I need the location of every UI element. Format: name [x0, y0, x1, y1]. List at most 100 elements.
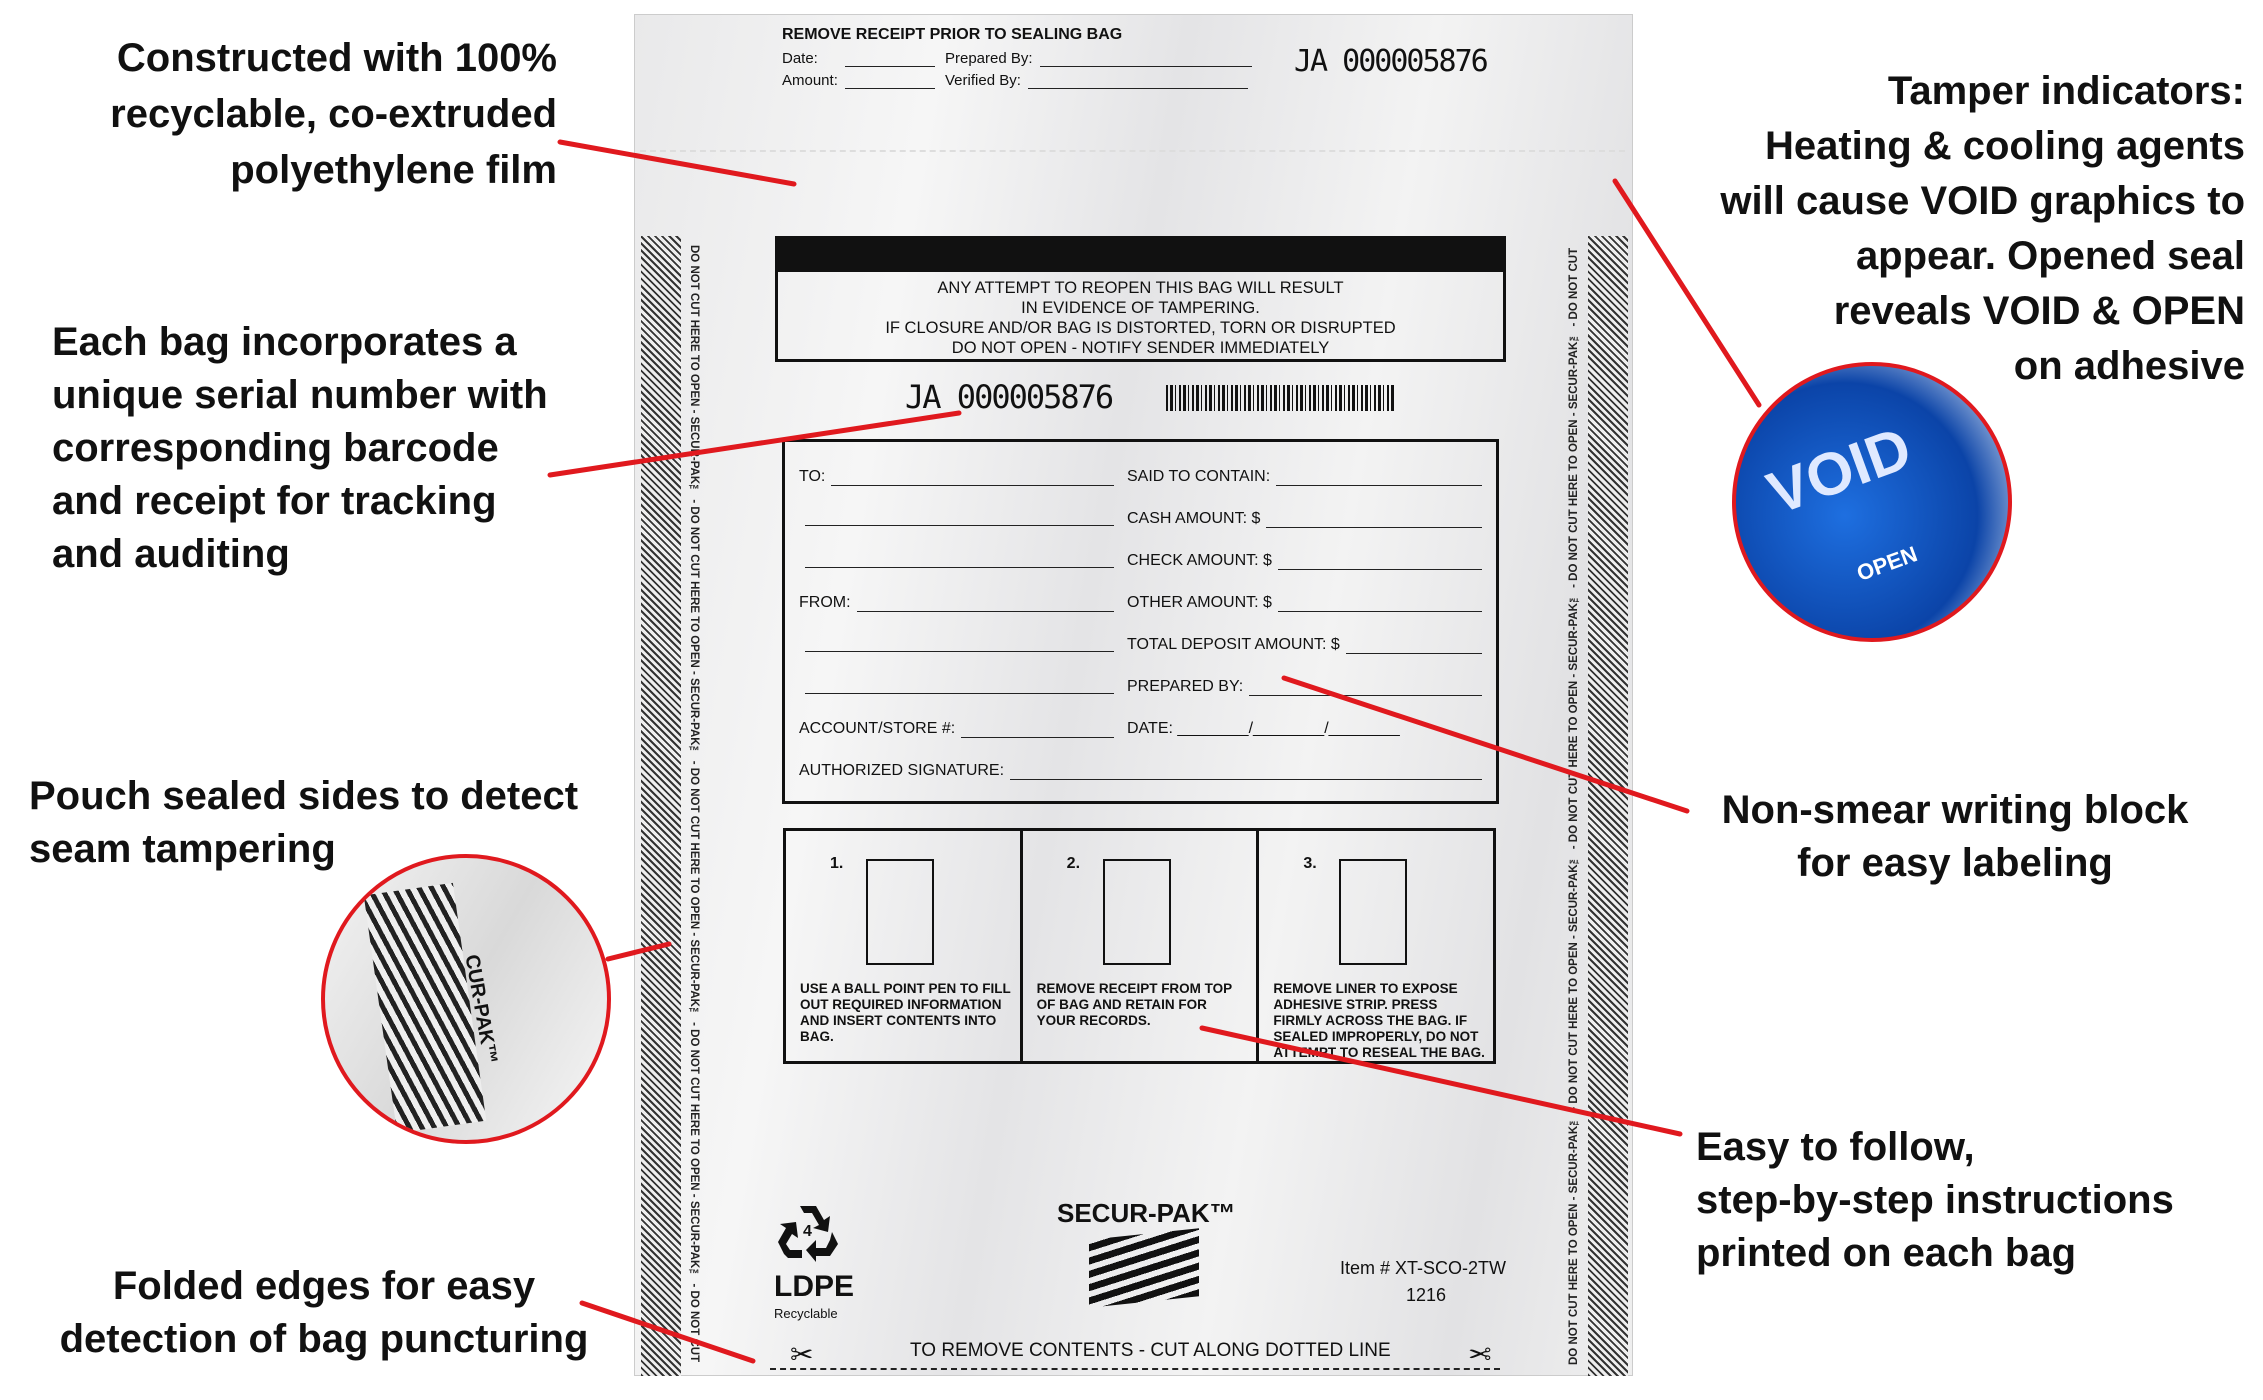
- dotted-cut-line: [770, 1368, 1500, 1370]
- form-label: DATE: ________/________/________: [1127, 720, 1400, 737]
- form-field[interactable]: [805, 636, 1114, 652]
- callout-line: on adhesive: [2013, 344, 2245, 388]
- form-field[interactable]: [1249, 680, 1482, 696]
- callout-steps: Easy to follow, step-by-step instructions…: [1696, 1121, 2174, 1280]
- step-2: 2. REMOVE RECEIPT FROM TOP OF BAG AND RET…: [1023, 831, 1260, 1061]
- leader-line: [1199, 1025, 1683, 1137]
- serial-number: JA 000005876: [905, 378, 1114, 416]
- form-row: ACCOUNT/STORE #: DATE: ________/________/…: [799, 720, 1482, 742]
- form-row: PREPARED BY:: [799, 678, 1482, 700]
- form-row: CHECK AMOUNT: $: [799, 552, 1482, 574]
- callout-line: for easy labeling: [1797, 841, 2113, 885]
- recyclable-label: Recyclable: [774, 1306, 838, 1321]
- bag-illustration-icon: [866, 859, 934, 965]
- form-label: FROM:: [799, 594, 851, 611]
- receipt-verified-field[interactable]: [1028, 88, 1248, 89]
- form-row: FROM: OTHER AMOUNT: $: [799, 594, 1482, 616]
- callout-line: Pouch sealed sides to detect: [29, 774, 579, 818]
- form-label: CHECK AMOUNT: $: [1127, 552, 1272, 569]
- form-field[interactable]: [1010, 764, 1482, 780]
- step-text: REMOVE RECEIPT FROM TOP OF BAG AND RETAI…: [1036, 981, 1232, 1028]
- form-field[interactable]: [1277, 596, 1482, 612]
- receipt-amount-label: Amount:: [782, 72, 838, 89]
- form-field[interactable]: [805, 552, 1114, 568]
- recycle-code: 4: [803, 1223, 812, 1240]
- callout-line: and receipt for tracking: [52, 479, 497, 523]
- callout-tamper: Tamper indicators:Heating & cooling agen…: [1720, 64, 2245, 394]
- leader-line: [1281, 675, 1690, 814]
- form-label: ACCOUNT/STORE #:: [799, 720, 956, 737]
- callout-line: detection of bag puncturing: [59, 1317, 589, 1361]
- leader-line: [547, 410, 962, 478]
- right-seal-strip: [1588, 236, 1628, 1376]
- form-field[interactable]: [805, 510, 1114, 526]
- step-1: 1.USE A BALL POINT PEN TO FILL OUT REQUI…: [786, 831, 1023, 1061]
- callout-line: Constructed with 100%: [116, 36, 557, 80]
- receipt-date-label: Date:: [782, 50, 818, 67]
- form-label: TOTAL DEPOSIT AMOUNT: $: [1127, 636, 1340, 653]
- callout-line: recyclable, co-extruded: [110, 92, 557, 136]
- receipt-serial: JA 000005876: [1294, 44, 1489, 79]
- callout-line: reveals VOID & OPEN: [1833, 289, 2245, 333]
- form-row: AUTHORIZED SIGNATURE:: [799, 762, 1482, 784]
- receipt-prepared-field[interactable]: [1040, 66, 1252, 67]
- form-label: CASH AMOUNT: $: [1127, 510, 1261, 527]
- callout-line: appear. Opened seal: [1855, 234, 2245, 278]
- receipt-title: REMOVE RECEIPT PRIOR TO SEALING BAG: [782, 26, 1123, 43]
- form-field[interactable]: [961, 722, 1114, 738]
- form-field[interactable]: [1276, 470, 1482, 486]
- cut-line-text: TO REMOVE CONTENTS - CUT ALONG DOTTED LI…: [910, 1340, 1391, 1361]
- ldpe-label: LDPE: [774, 1270, 855, 1303]
- leader-line: [557, 139, 797, 187]
- form-row: TO: SAID TO CONTAIN:: [799, 468, 1482, 490]
- form-field[interactable]: [831, 470, 1114, 486]
- receipt-perforation: [640, 150, 1625, 152]
- warning-line: ANY ATTEMPT TO REOPEN THIS BAG WILL RESU…: [937, 279, 1344, 297]
- receipt-prepared-label: Prepared By:: [945, 50, 1033, 67]
- scissors-icon: ✂: [790, 1339, 814, 1370]
- left-side-text: DO NOT CUT HERE TO OPEN - SECUR-PAK™ - D…: [688, 245, 700, 1363]
- form-label: SAID TO CONTAIN:: [1127, 468, 1271, 485]
- callout-line: Heating & cooling agents: [1764, 124, 2245, 168]
- callout-line: Non-smear writing block: [1721, 788, 2189, 832]
- step-text: USE A BALL POINT PEN TO FILL OUT REQUIRE…: [800, 981, 1011, 1044]
- form-label: PREPARED BY:: [1127, 678, 1244, 695]
- form-field[interactable]: [1266, 512, 1482, 528]
- callout-line: unique serial number with: [52, 373, 548, 417]
- form-field[interactable]: [1345, 638, 1482, 654]
- callout-line: and auditing: [52, 532, 290, 576]
- callout-line: corresponding barcode: [52, 426, 499, 470]
- bag-illustration-icon: [1102, 859, 1171, 965]
- step-number: 3.: [1303, 855, 1317, 872]
- step-number: 2.: [1066, 855, 1081, 872]
- item-number: Item # XT-SCO-2TW: [1340, 1258, 1507, 1278]
- recycle-icon: [778, 1206, 838, 1262]
- leader-line: [605, 941, 672, 962]
- callout-line: step-by-step instructions: [1696, 1178, 2174, 1222]
- callout-line: polyethylene film: [230, 148, 557, 192]
- form-label: TO:: [799, 468, 826, 485]
- brand-logo: SECUR-PAK™: [1057, 1198, 1236, 1228]
- warning-line: DO NOT OPEN - NOTIFY SENDER IMMEDIATELY: [951, 339, 1330, 357]
- warning-line: IF CLOSURE AND/OR BAG IS DISTORTED, TORN…: [885, 319, 1396, 337]
- item-code: 1216: [1406, 1285, 1447, 1305]
- left-seal-strip: [641, 236, 681, 1376]
- instructions-block: 1.USE A BALL POINT PEN TO FILL OUT REQUI…: [783, 828, 1496, 1064]
- bag-illustration-icon: [1339, 859, 1408, 965]
- seam-inset: CUR-PAK™: [321, 854, 611, 1144]
- form-field[interactable]: [1277, 554, 1482, 570]
- form-label: OTHER AMOUNT: $: [1127, 594, 1272, 611]
- callout-line: Easy to follow,: [1696, 1125, 1975, 1169]
- tamper-warning-box: ANY ATTEMPT TO REOPEN THIS BAG WILL RESU…: [775, 236, 1506, 362]
- writing-block: TO: SAID TO CONTAIN: CASH AMOUNT: $ CHECK A…: [782, 439, 1499, 804]
- form-label: AUTHORIZED SIGNATURE:: [799, 762, 1005, 779]
- callout-line: seam tampering: [29, 827, 336, 871]
- receipt-date-field[interactable]: [845, 66, 935, 67]
- form-field[interactable]: [856, 596, 1114, 612]
- warning-line: IN EVIDENCE OF TAMPERING.: [1021, 299, 1260, 317]
- receipt-verified-label: Verified By:: [945, 72, 1021, 89]
- form-field[interactable]: [805, 678, 1114, 694]
- receipt-amount-field[interactable]: [845, 88, 935, 89]
